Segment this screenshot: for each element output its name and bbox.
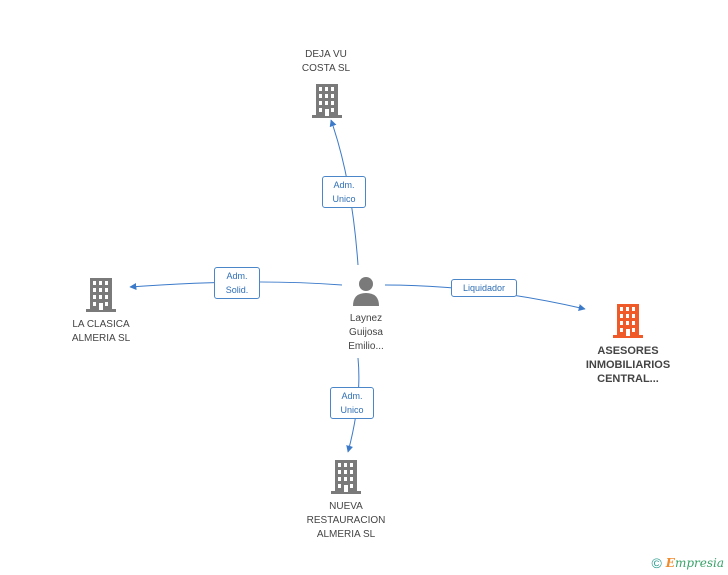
person-icon bbox=[353, 277, 379, 306]
building-icon bbox=[331, 460, 361, 494]
node-label-nueva: NUEVA RESTAURACION ALMERIA SL bbox=[306, 501, 386, 540]
building-icon bbox=[613, 304, 643, 338]
edge-label-to-asesores[interactable]: Liquidador bbox=[451, 279, 517, 297]
node-asesores[interactable]: ASESORES INMOBILIARIOS CENTRAL... bbox=[576, 304, 680, 390]
node-label-la-clasica: LA CLASICA ALMERIA SL bbox=[71, 319, 131, 344]
node-la-clasica[interactable]: LA CLASICA ALMERIA SL bbox=[56, 278, 146, 348]
building-icon bbox=[86, 278, 116, 312]
node-label-asesores: ASESORES INMOBILIARIOS CENTRAL... bbox=[585, 345, 671, 385]
node-person[interactable]: Laynez Guijosa Emilio... bbox=[326, 276, 406, 360]
node-nueva[interactable]: NUEVA RESTAURACION ALMERIA SL bbox=[298, 460, 394, 546]
node-label-deja-vu: DEJA VU COSTA SL bbox=[301, 49, 351, 74]
node-label-person: Laynez Guijosa Emilio... bbox=[348, 313, 384, 352]
copyright-symbol: © bbox=[651, 555, 662, 571]
brand-rest: mpresia bbox=[674, 556, 724, 570]
footer-brand: © Empresia bbox=[651, 555, 724, 571]
edge-label-to-la-clasica[interactable]: Adm. Solid. bbox=[214, 267, 260, 299]
building-icon bbox=[312, 84, 342, 118]
brand-logo[interactable]: Empresia bbox=[666, 556, 724, 570]
brand-initial: E bbox=[665, 556, 675, 570]
node-deja-vu[interactable]: DEJA VU COSTA SL bbox=[290, 48, 362, 120]
edge-label-to-nueva[interactable]: Adm. Unico bbox=[330, 387, 374, 419]
edge-label-to-deja-vu[interactable]: Adm. Unico bbox=[322, 176, 366, 208]
